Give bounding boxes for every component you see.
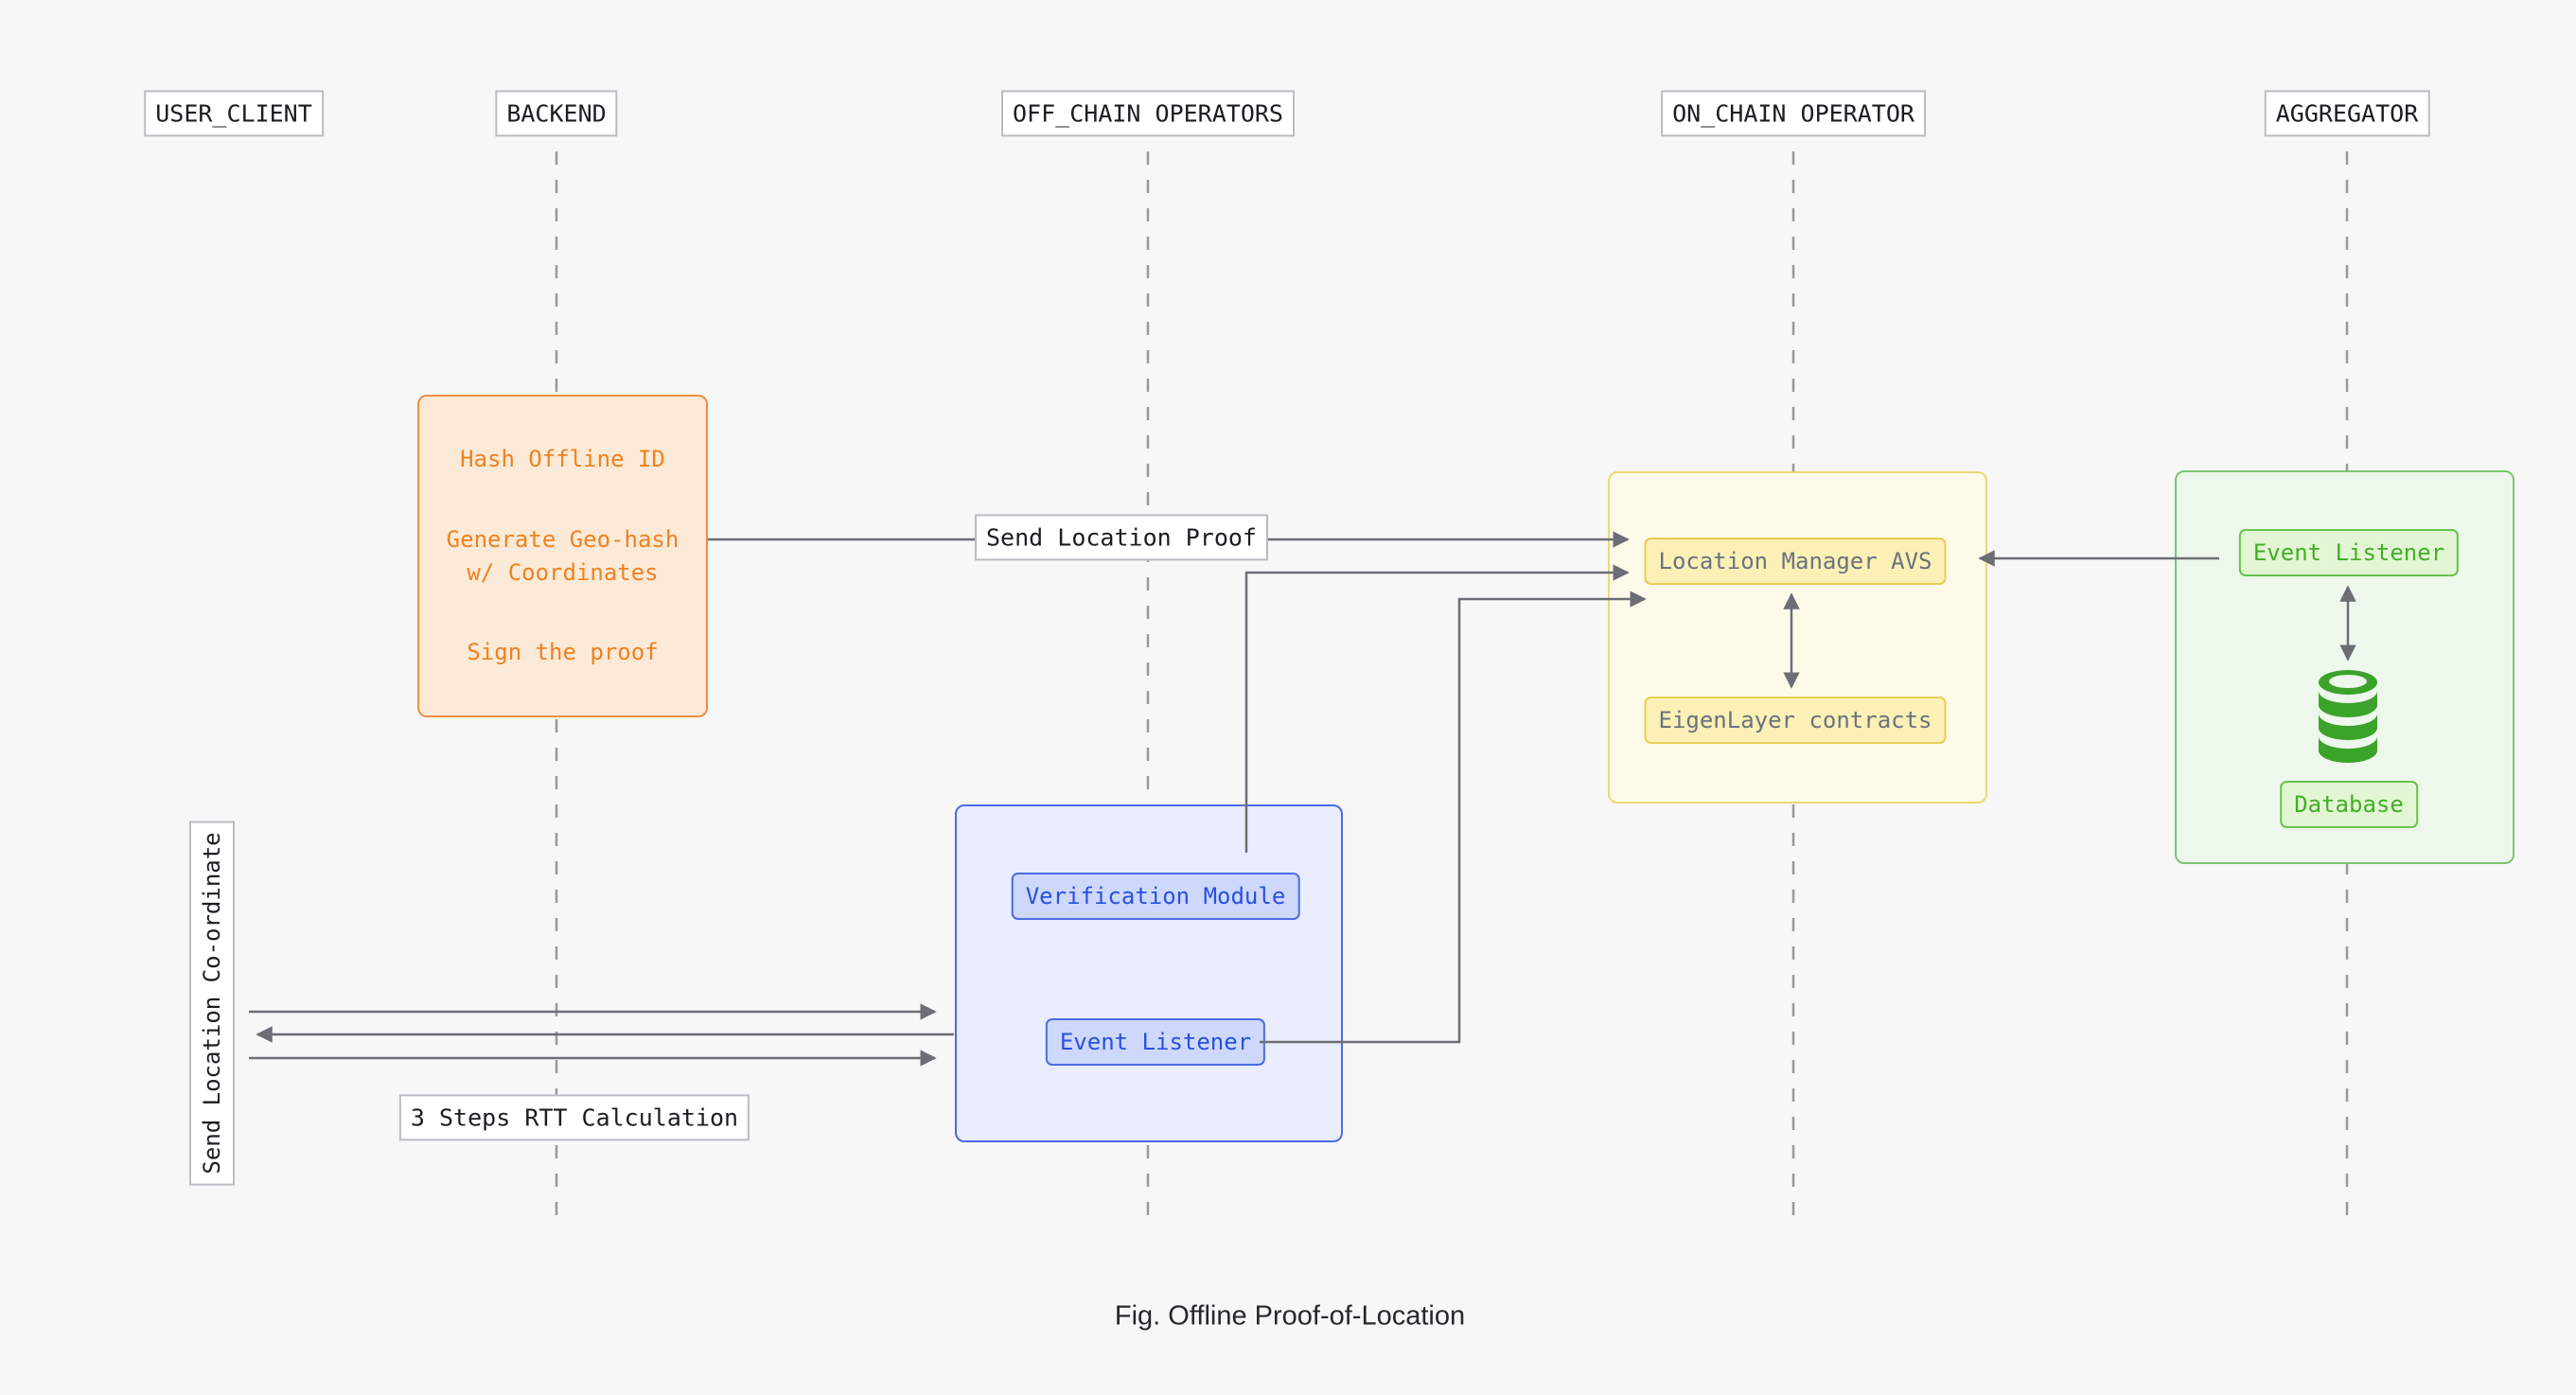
step-generate-geohash: Generate Geo-hash w/ Coordinates <box>446 525 679 586</box>
lane-header-on-chain-operator: ON_CHAIN OPERATOR <box>1661 90 1926 137</box>
chip-verification-module: Verification Module <box>1011 873 1300 920</box>
lane-header-backend: BACKEND <box>495 90 618 137</box>
step-hash-offline-id: Hash Offline ID <box>460 446 665 473</box>
label-send-location-coordinate: Send Location Co-ordinate <box>189 821 235 1186</box>
lane-header-off-chain-operators: OFF_CHAIN OPERATORS <box>1001 90 1295 137</box>
chip-database: Database <box>2280 781 2418 828</box>
step-sign-proof: Sign the proof <box>467 638 659 665</box>
chip-eigenlayer-contracts: EigenLayer contracts <box>1644 697 1947 744</box>
backend-process-box: Hash Offline ID Generate Geo-hash w/ Coo… <box>417 395 708 717</box>
label-send-location-proof: Send Location Proof <box>975 514 1268 561</box>
on-chain-operator-box <box>1608 471 1987 803</box>
off-chain-operators-box <box>955 804 1343 1142</box>
figure-caption: Fig. Offline Proof-of-Location <box>1114 1300 1466 1332</box>
chip-location-manager-avs: Location Manager AVS <box>1644 538 1947 585</box>
database-icon <box>2317 669 2379 769</box>
chip-event-listener-offchain: Event Listener <box>1045 1018 1266 1066</box>
lane-header-aggregator: AGGREGATOR <box>2264 90 2430 137</box>
chip-event-listener-aggregator: Event Listener <box>2238 529 2460 576</box>
lane-header-user-client: USER_CLIENT <box>144 90 324 137</box>
label-rtt-calculation: 3 Steps RTT Calculation <box>398 1094 750 1141</box>
